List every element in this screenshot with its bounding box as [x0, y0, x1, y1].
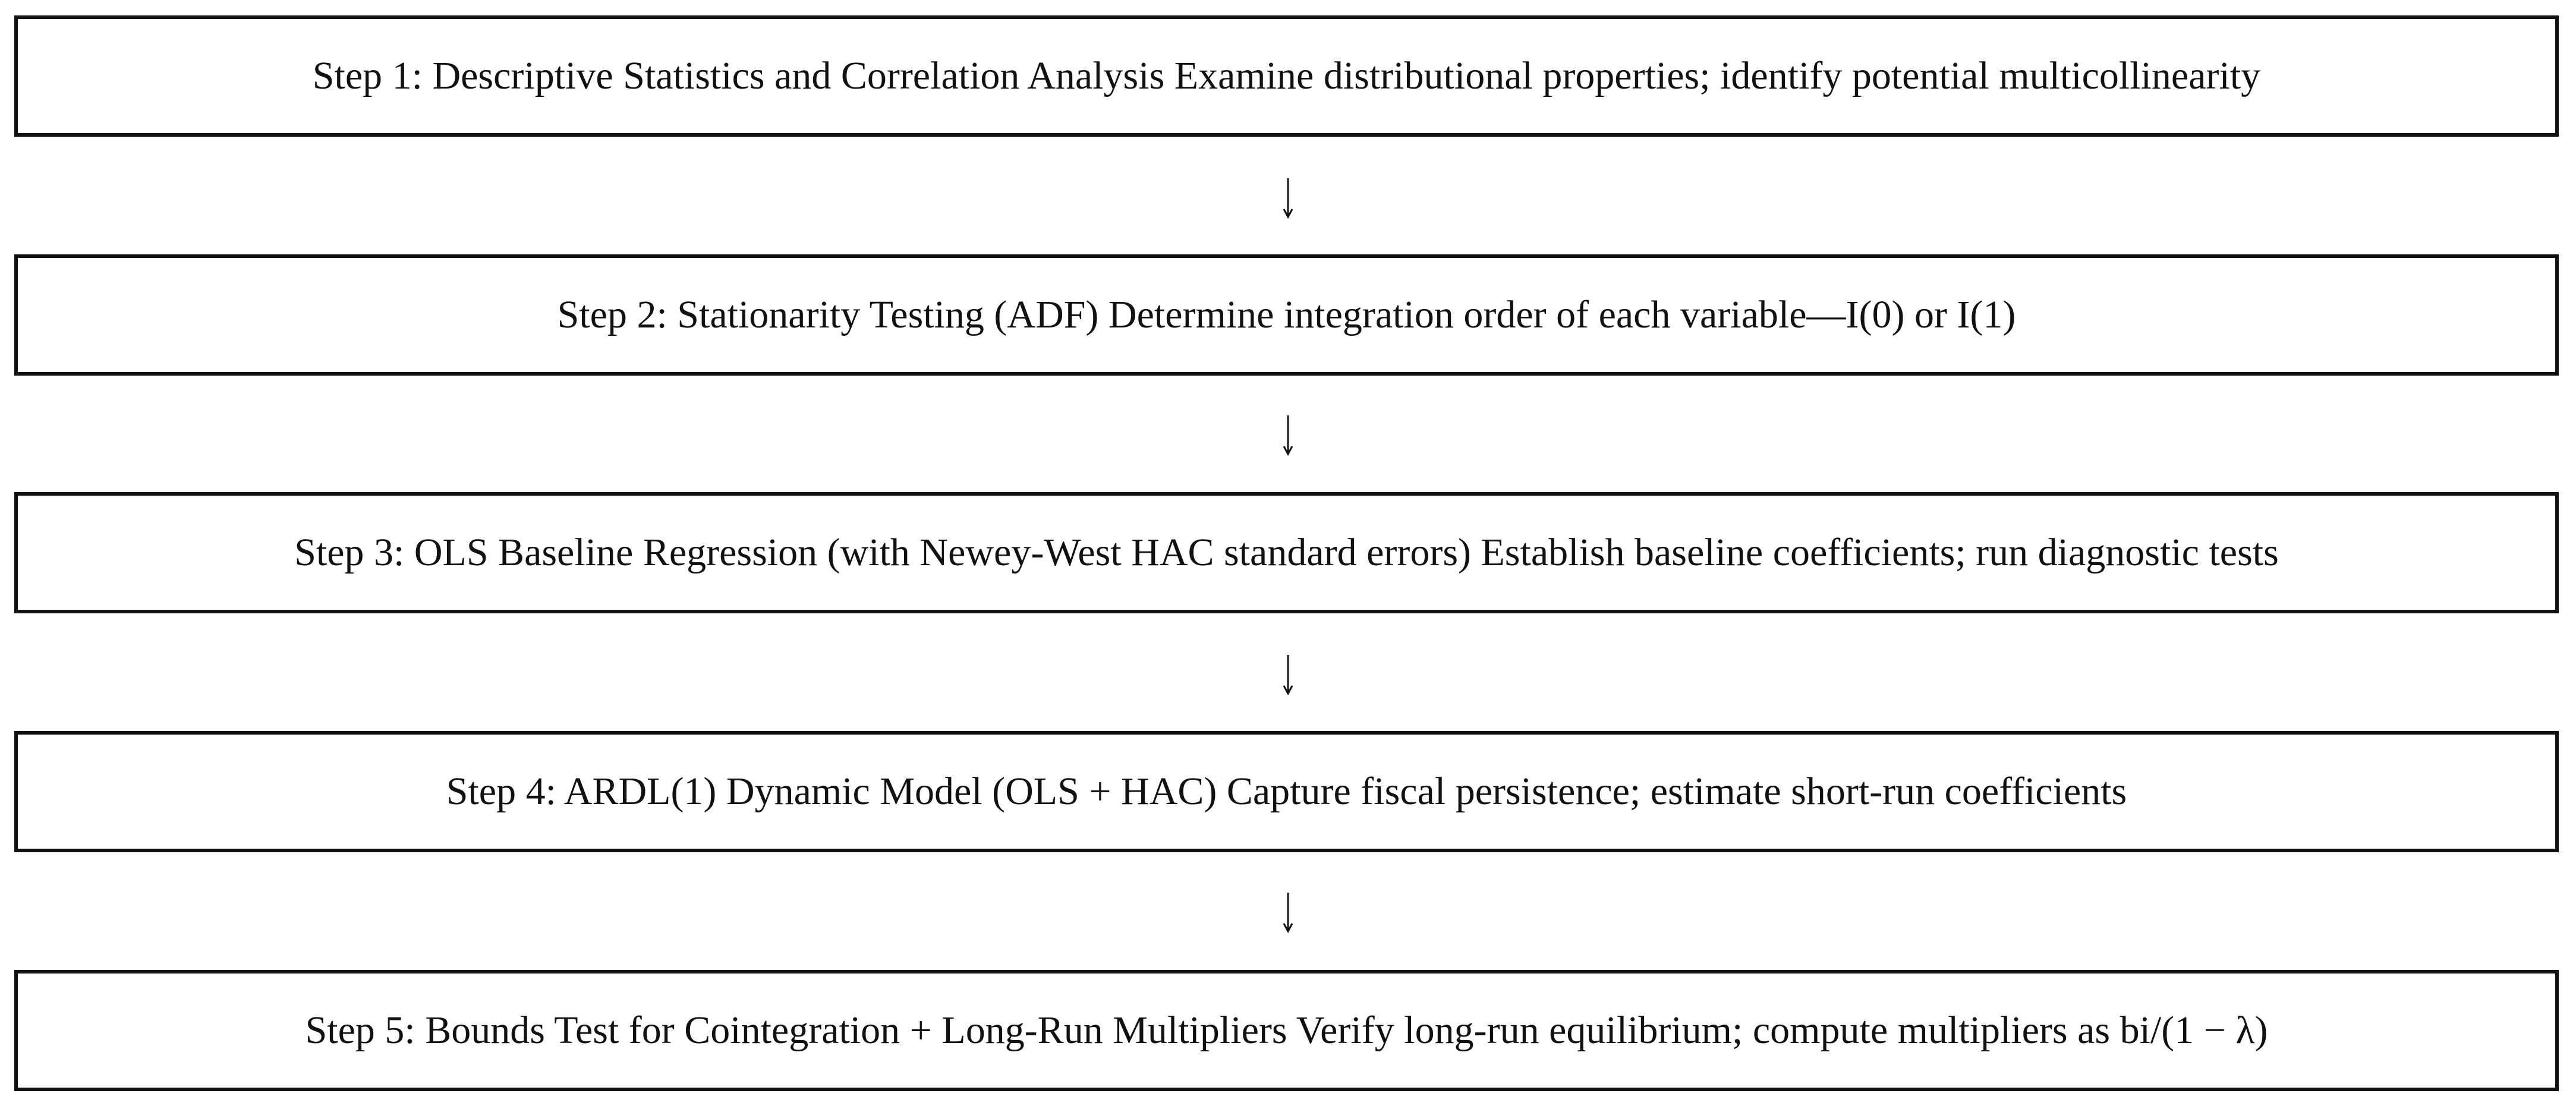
step-2-box: Step 2: Stationarity Testing (ADF) Deter…: [14, 254, 2559, 376]
step-4-text: Step 4: ARDL(1) Dynamic Model (OLS + HAC…: [446, 770, 2127, 813]
arrow-down-icon: [1283, 178, 1293, 219]
step-3-text: Step 3: OLS Baseline Regression (with Ne…: [294, 531, 2279, 574]
arrow-down-icon: [1283, 655, 1293, 695]
arrow-down-icon: [1283, 893, 1293, 933]
step-5-text: Step 5: Bounds Test for Cointegration + …: [305, 1009, 2268, 1052]
arrow-down-icon: [1283, 415, 1293, 456]
step-4-box: Step 4: ARDL(1) Dynamic Model (OLS + HAC…: [14, 731, 2559, 852]
step-5-box: Step 5: Bounds Test for Cointegration + …: [14, 970, 2559, 1091]
step-1-text: Step 1: Descriptive Statistics and Corre…: [312, 54, 2261, 97]
step-2-text: Step 2: Stationarity Testing (ADF) Deter…: [557, 293, 2016, 336]
step-3-box: Step 3: OLS Baseline Regression (with Ne…: [14, 492, 2559, 613]
step-1-box: Step 1: Descriptive Statistics and Corre…: [14, 15, 2559, 137]
